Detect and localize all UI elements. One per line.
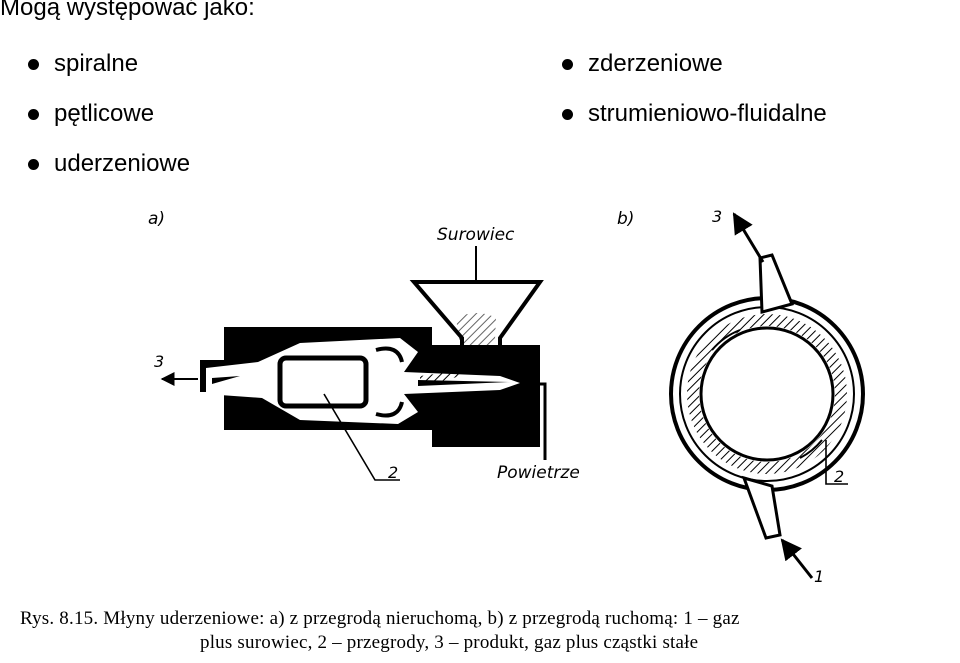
figure-b: b) 3 1 2 xyxy=(617,207,865,586)
air-line xyxy=(520,382,547,460)
figure-a: a) Surowiec Powietrze 3 2 xyxy=(148,209,580,483)
figure-b-label: b) xyxy=(617,209,634,229)
surowiec-label: Surowiec xyxy=(437,225,515,245)
exit-flow-mark xyxy=(212,376,240,384)
baffle-leader-line xyxy=(323,393,400,481)
bullet-dot-icon xyxy=(28,108,39,120)
deflector-top xyxy=(375,346,404,363)
output-label-a: 3 xyxy=(154,352,164,371)
rotor-mark xyxy=(799,439,823,459)
input-arrow-icon xyxy=(780,538,814,579)
output-arrow-icon xyxy=(732,212,765,263)
bullet-item: uderzeniowe xyxy=(28,150,190,178)
figure-caption-line-1: Rys. 8.15. Młyny uderzeniowe: a) z przeg… xyxy=(20,608,740,629)
input-label-b: 1 xyxy=(814,567,824,586)
bullet-item: strumieniowo-fluidalne xyxy=(562,100,827,128)
bullet-label: spiralne xyxy=(54,50,139,77)
outer-casing-inner xyxy=(679,306,855,482)
bullet-dot-icon xyxy=(562,108,573,120)
stationary-baffle xyxy=(277,355,369,409)
bullet-dot-icon xyxy=(28,158,39,170)
particle-stream xyxy=(420,360,476,384)
baffle-label-a: 2 xyxy=(388,463,398,482)
air-nozzle xyxy=(418,380,510,386)
rotor-mark xyxy=(711,329,741,351)
bullet-label: zderzeniowe xyxy=(588,50,723,77)
bottom-inlet-pipe xyxy=(741,475,782,540)
baffle-label-b: 2 xyxy=(834,467,844,486)
deflector-bottom xyxy=(375,401,404,418)
figure-a-label: a) xyxy=(148,209,165,229)
bullet-label: pętlicowe xyxy=(54,100,155,127)
bullet-label: strumieniowo-fluidalne xyxy=(588,100,827,127)
bullet-dot-icon xyxy=(562,58,573,70)
output-label-b: 3 xyxy=(712,207,722,226)
mill-diagram: a) Surowiec Powietrze 3 2 b) xyxy=(148,207,865,586)
rotating-baffle-ring xyxy=(687,314,847,474)
bullet-label: uderzeniowe xyxy=(54,150,191,177)
bullet-dot-icon xyxy=(28,58,39,70)
figure-caption-line-2: plus surowiec, 2 – przegrody, 3 – produk… xyxy=(200,632,699,653)
rotor-core xyxy=(699,326,835,462)
top-outlet-pipe xyxy=(758,253,795,314)
slide-title: Mogą występować jako: xyxy=(0,0,255,21)
bullet-item: pętlicowe xyxy=(28,100,154,128)
baffle-leader-line-b xyxy=(825,440,848,485)
powietrze-label: Powietrze xyxy=(497,463,580,483)
bullet-item: zderzeniowe xyxy=(562,50,723,78)
bullet-item: spiralne xyxy=(28,50,138,78)
